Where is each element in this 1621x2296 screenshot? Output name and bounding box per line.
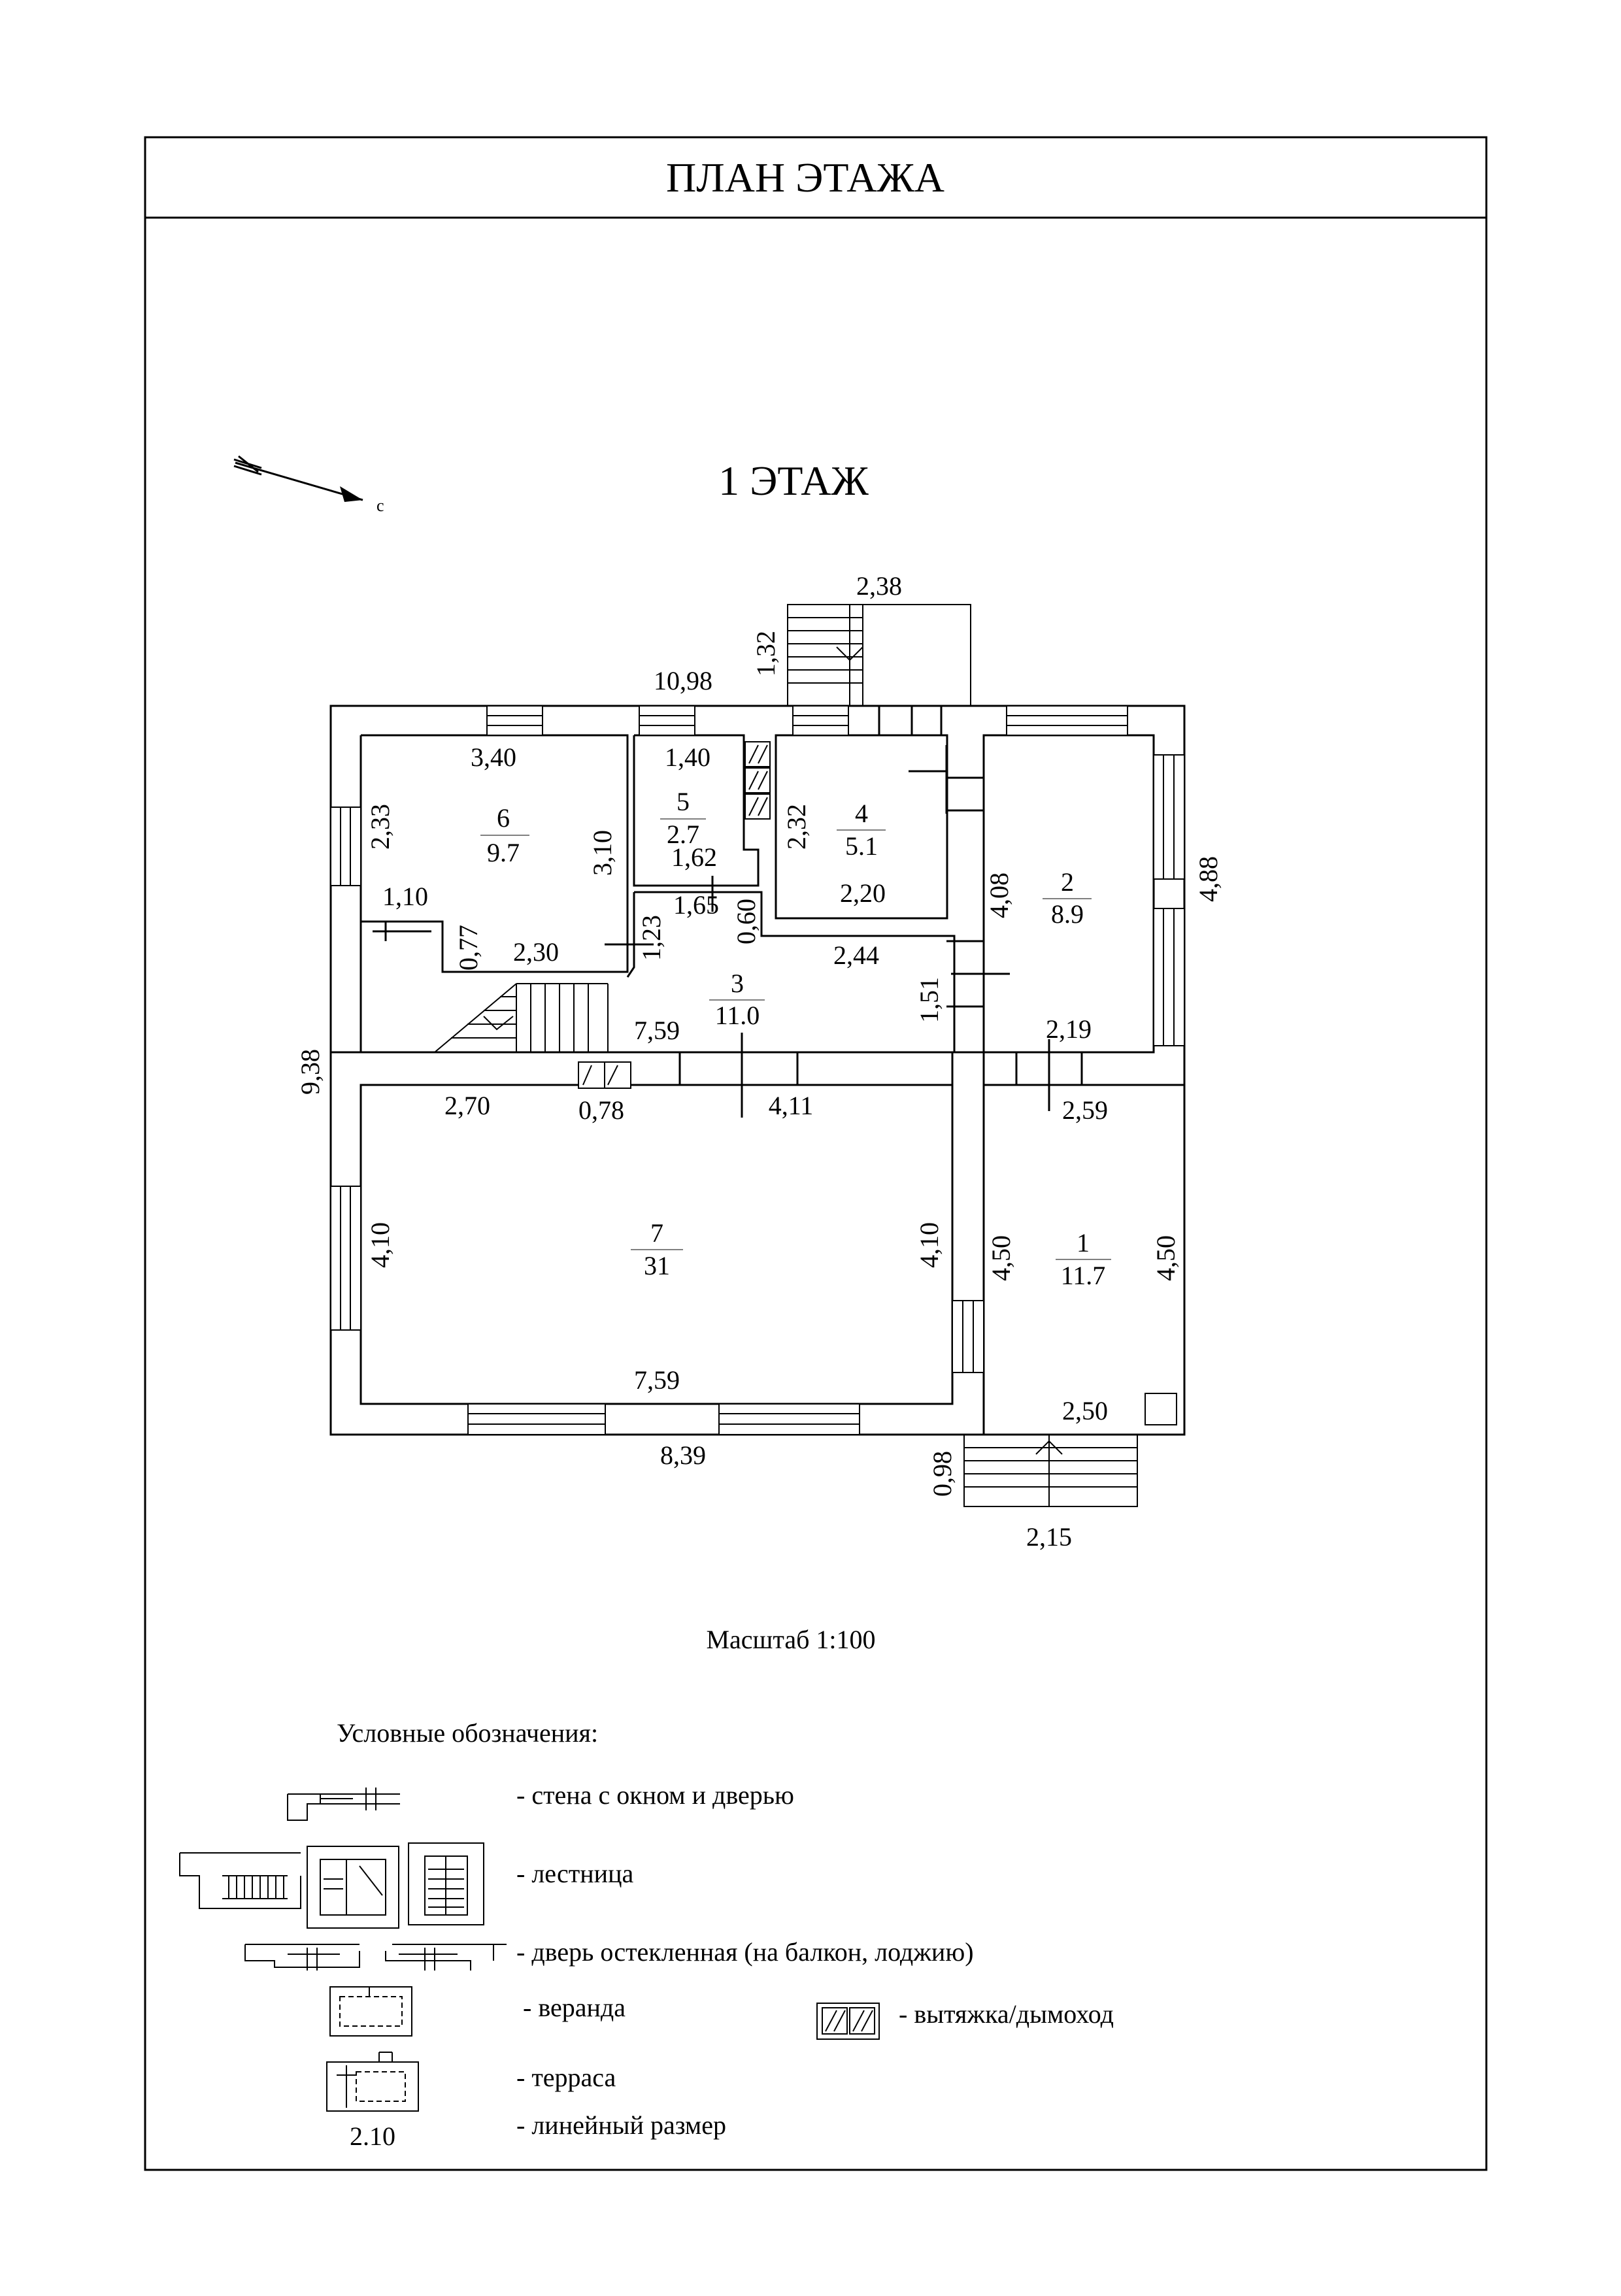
window-left-1 bbox=[330, 807, 361, 886]
north-arrow-icon: с bbox=[233, 455, 384, 515]
room-3-area: 11.0 bbox=[715, 1001, 760, 1030]
legend-label-glazed-door: - дверь остекленная (на балкон, лоджию) bbox=[516, 1937, 974, 1967]
staircase-icon bbox=[179, 1842, 484, 1929]
dim-r6-width: 3,40 bbox=[471, 742, 516, 772]
window-top-1 bbox=[486, 705, 543, 736]
legend-label-chimney: - вытяжка/дымоход bbox=[899, 1999, 1114, 2029]
legend-label-wall: - стена с окном и дверью bbox=[516, 1780, 794, 1810]
dim-r6-step-h: 0,77 bbox=[454, 925, 483, 971]
window-right-1 bbox=[1153, 754, 1185, 880]
room-1-id: 1 bbox=[1077, 1228, 1090, 1257]
chimney-legend-icon bbox=[816, 2003, 880, 2040]
legend-label-veranda: - веранда bbox=[523, 1993, 626, 2022]
dim-r4-width: 2,20 bbox=[840, 878, 886, 908]
room-3-wall-step bbox=[626, 892, 635, 978]
dim-r6-height: 2,33 bbox=[365, 804, 395, 850]
chimney-icon bbox=[578, 741, 771, 1089]
dim-r1-bottom: 2,50 bbox=[1062, 1396, 1108, 1425]
dim-r7-top-b: 0,78 bbox=[578, 1095, 624, 1125]
room-1-area: 11.7 bbox=[1061, 1261, 1106, 1290]
sheet-frame bbox=[144, 136, 1488, 2171]
dim-r7-left: 4,10 bbox=[365, 1222, 395, 1268]
dim-r5-top: 1,40 bbox=[665, 742, 710, 772]
dim-r1-top: 2,59 bbox=[1062, 1095, 1108, 1125]
dim-porch-top-width: 2,38 bbox=[856, 571, 902, 601]
window-room7-right bbox=[952, 1300, 984, 1373]
legend-label-terrace: - терраса bbox=[516, 2063, 616, 2092]
room-3-id: 3 bbox=[731, 969, 744, 998]
dim-r2-height: 4,08 bbox=[984, 873, 1014, 918]
room-7-id: 7 bbox=[650, 1218, 663, 1248]
glazed-door-icon bbox=[244, 1944, 507, 1971]
room-2-area: 8.9 bbox=[1051, 899, 1084, 929]
window-top-4 bbox=[1006, 705, 1128, 736]
window-top-3 bbox=[792, 705, 849, 736]
dim-r4-height: 2,32 bbox=[782, 804, 811, 850]
room-4-id: 4 bbox=[855, 799, 868, 828]
dim-r1-left: 4,50 bbox=[986, 1235, 1016, 1281]
room-2-id: 2 bbox=[1061, 867, 1074, 897]
dim-r5-bottom: 1,62 bbox=[671, 842, 717, 872]
dim-r2-width: 2,19 bbox=[1046, 1014, 1092, 1044]
dim-r3-b: 1,23 bbox=[637, 915, 666, 961]
doors bbox=[373, 706, 1083, 1118]
dim-porch-bottom-width: 2,15 bbox=[1026, 1522, 1072, 1552]
dim-r3-f: 7,59 bbox=[634, 1016, 680, 1045]
window-top-2 bbox=[639, 705, 695, 736]
legend-label-dimension: - линейный размер bbox=[516, 2110, 726, 2140]
dim-overall-left: 9,38 bbox=[295, 1049, 325, 1095]
dim-r6-bottom: 2,30 bbox=[513, 937, 559, 967]
windows bbox=[330, 705, 1185, 1435]
top-porch bbox=[787, 604, 971, 707]
dim-overall-top: 10,98 bbox=[654, 666, 712, 695]
interior-staircase bbox=[434, 983, 609, 1053]
room-6-area: 9.7 bbox=[487, 838, 520, 867]
window-bottom-2 bbox=[718, 1403, 860, 1435]
dim-r6-right: 3,10 bbox=[588, 830, 617, 876]
page-title: ПЛАН ЭТАЖА bbox=[666, 154, 944, 201]
dim-overall-right: 4,88 bbox=[1194, 856, 1223, 902]
room-5-id: 5 bbox=[677, 787, 690, 816]
room-5-area: 2.7 bbox=[667, 820, 699, 849]
dim-r7-right: 4,10 bbox=[914, 1222, 944, 1268]
dim-r6-step: 1,10 bbox=[382, 882, 428, 911]
hall-outline bbox=[359, 922, 627, 1054]
room-4-area: 5.1 bbox=[845, 831, 878, 861]
legend-label-stairs: - лестница bbox=[516, 1859, 633, 1888]
room-7-area: 31 bbox=[644, 1251, 670, 1280]
room-5-outline bbox=[633, 734, 760, 887]
window-left-2 bbox=[330, 1186, 361, 1331]
dim-r3-a: 1,65 bbox=[673, 890, 719, 920]
legend-dimension-sample: 2.10 bbox=[350, 2121, 395, 2151]
compass-letter: с bbox=[376, 496, 384, 515]
wall-window-door-icon bbox=[287, 1788, 400, 1821]
terrace-icon bbox=[326, 2052, 419, 2112]
veranda-icon bbox=[329, 1986, 412, 2037]
dim-porch-bottom-depth: 0,98 bbox=[927, 1451, 957, 1497]
dim-r3-c: 0,60 bbox=[731, 899, 761, 944]
dim-r7-bottom: 7,59 bbox=[634, 1365, 680, 1395]
room-4-outline bbox=[775, 734, 948, 920]
dim-overall-bottom: 8,39 bbox=[660, 1440, 706, 1470]
bottom-porch bbox=[963, 1434, 1138, 1507]
window-right-2 bbox=[1153, 908, 1185, 1046]
dim-r3-e: 1,51 bbox=[914, 977, 944, 1023]
window-bottom-1 bbox=[467, 1403, 606, 1435]
dim-r7-top-a: 2,70 bbox=[444, 1091, 490, 1120]
dim-r3-d: 2,44 bbox=[833, 940, 879, 970]
dim-r7-top-c: 4,11 bbox=[769, 1091, 814, 1120]
floor-title: 1 ЭТАЖ bbox=[718, 458, 869, 504]
scale-label: Масштаб 1:100 bbox=[706, 1625, 875, 1654]
dim-porch-top-depth: 1,32 bbox=[751, 631, 780, 676]
dim-r1-right: 4,50 bbox=[1151, 1235, 1180, 1281]
boiler-icon bbox=[1145, 1393, 1177, 1425]
legend-title: Условные обозначения: bbox=[337, 1718, 598, 1748]
room-6-id: 6 bbox=[497, 803, 510, 833]
